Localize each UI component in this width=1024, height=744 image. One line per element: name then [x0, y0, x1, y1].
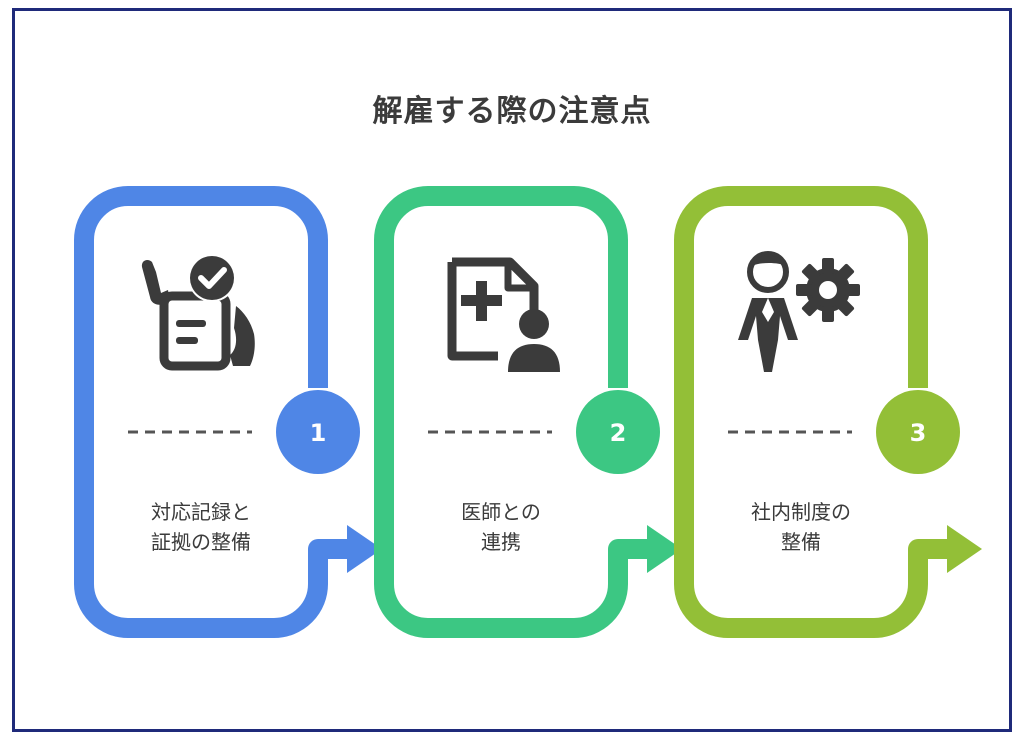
person-gear-icon	[738, 251, 860, 372]
step-1-arrow-head	[347, 525, 382, 573]
step-1-badge	[276, 390, 360, 474]
step-3: 3	[674, 186, 982, 638]
step-1-frame	[74, 186, 349, 638]
diagram-title: 解雇する際の注意点	[372, 94, 652, 129]
step-2: 2	[374, 186, 682, 638]
document-check-icon	[141, 254, 255, 371]
step-3-frame	[674, 186, 949, 638]
step-1-number: 1	[310, 419, 327, 447]
step-2-arrow-head	[647, 525, 682, 573]
step-2-label: 医師との 連携	[461, 500, 541, 554]
step-3-label: 社内制度の 整備	[751, 500, 851, 554]
step-3-arrow-head	[947, 525, 982, 573]
step-3-number: 3	[910, 419, 927, 447]
step-2-frame	[374, 186, 649, 638]
step-3-badge	[876, 390, 960, 474]
medical-file-person-icon	[447, 257, 560, 372]
step-2-badge	[576, 390, 660, 474]
step-2-number: 2	[610, 419, 627, 447]
step-1-label: 対応記録と 証拠の整備	[151, 500, 251, 554]
step-1: 1	[74, 186, 382, 638]
